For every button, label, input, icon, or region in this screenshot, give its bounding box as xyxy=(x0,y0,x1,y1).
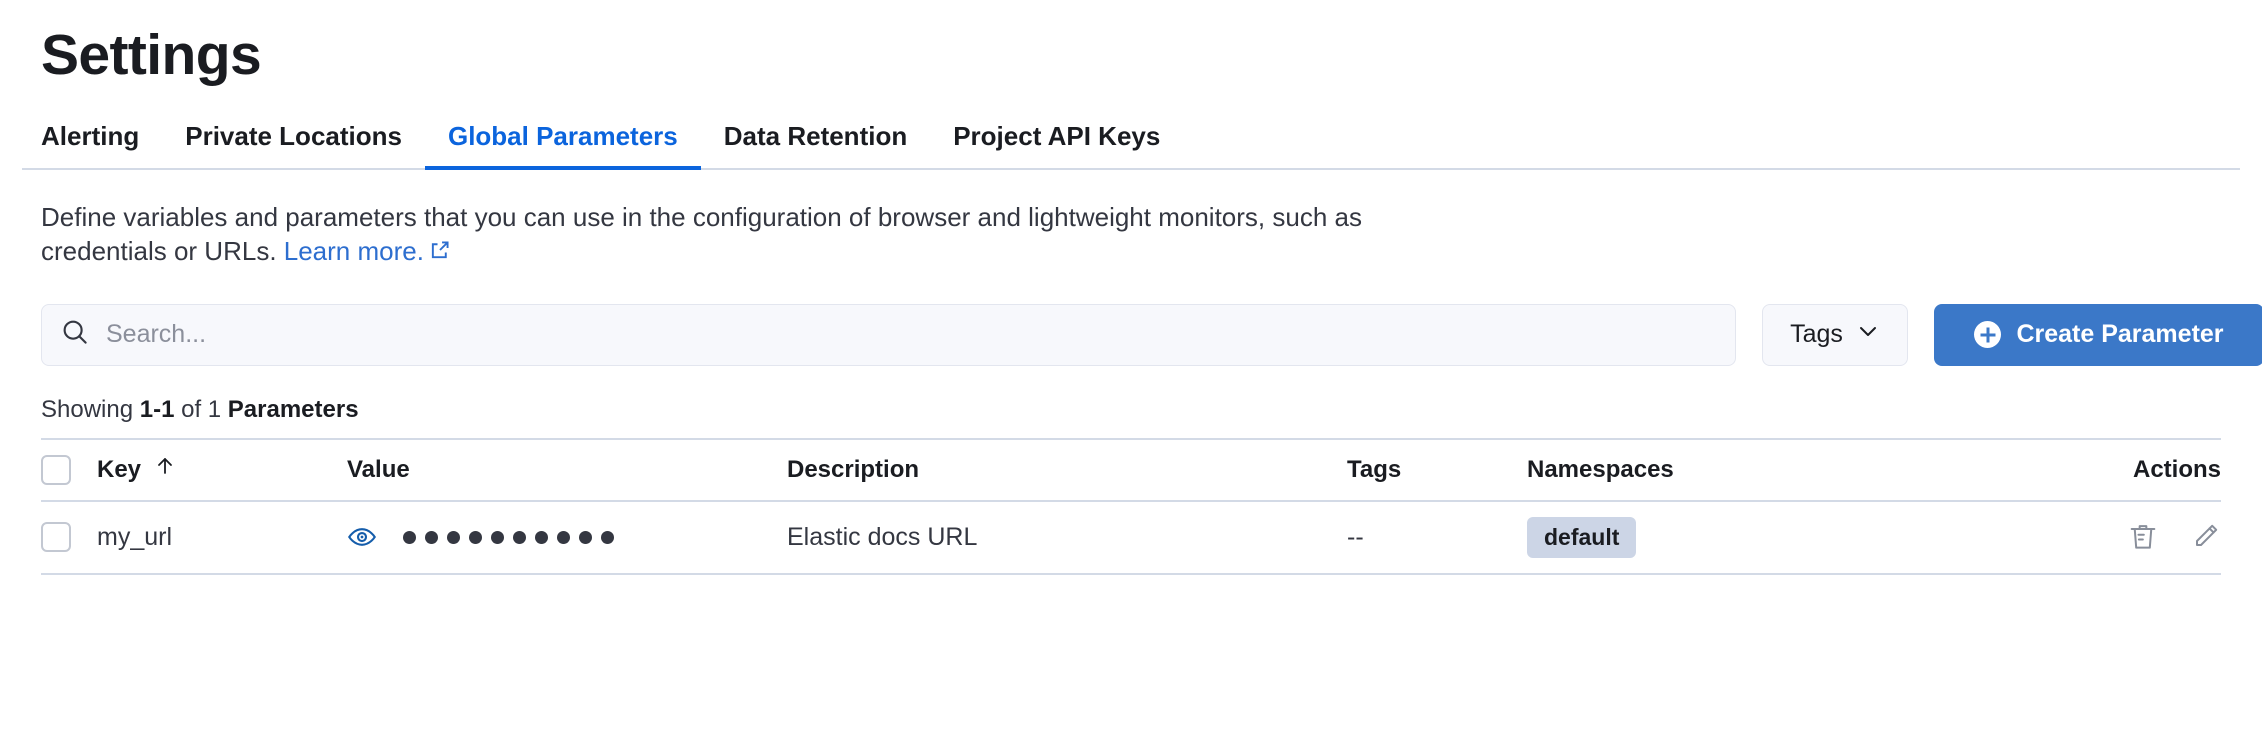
showing-range: 1-1 xyxy=(139,395,175,423)
eye-icon[interactable] xyxy=(347,522,377,552)
tab-alerting[interactable]: Alerting xyxy=(41,121,140,151)
tab-data-retention[interactable]: Data Retention xyxy=(723,121,908,151)
column-header-key[interactable]: Key xyxy=(97,454,347,485)
trash-icon[interactable] xyxy=(2127,521,2159,553)
column-header-description: Description xyxy=(787,456,1347,484)
row-select-cell xyxy=(41,522,97,553)
cell-actions xyxy=(2041,521,2221,553)
cell-description: Elastic docs URL xyxy=(787,522,978,551)
tab-global-parameters[interactable]: Global Parameters xyxy=(424,122,701,170)
toolbar: Tags Create Parameter xyxy=(22,303,2262,366)
search-box[interactable] xyxy=(41,303,1736,366)
tags-filter-button[interactable]: Tags xyxy=(1762,303,1908,366)
column-header-actions: Actions xyxy=(2041,456,2221,484)
table-header-row: Key Value Description Tags Namespaces Ac… xyxy=(41,437,2221,500)
showing-entity: Parameters xyxy=(227,395,359,423)
arrow-up-icon xyxy=(153,454,177,485)
column-header-namespaces-label: Namespaces xyxy=(1527,455,1674,483)
column-header-tags-label: Tags xyxy=(1347,455,1402,483)
tab-project-api-keys[interactable]: Project API Keys xyxy=(953,121,1161,151)
column-header-actions-label: Actions xyxy=(2132,455,2221,483)
pencil-icon[interactable] xyxy=(2189,521,2221,553)
column-header-tags: Tags xyxy=(1347,456,1527,484)
cell-tags: -- xyxy=(1347,522,1364,551)
column-header-value: Value xyxy=(347,456,787,484)
select-all-checkbox[interactable] xyxy=(41,454,71,485)
page-title: Settings xyxy=(41,23,262,87)
tab-private-locations[interactable]: Private Locations xyxy=(185,121,402,151)
chevron-down-icon xyxy=(1856,319,1880,350)
page-description: Define variables and parameters that you… xyxy=(22,200,2240,270)
select-all-cell xyxy=(41,454,97,485)
column-header-description-label: Description xyxy=(787,455,920,483)
settings-tabs: Alerting Private Locations Global Parame… xyxy=(22,122,2240,170)
cell-key: my_url xyxy=(97,522,173,551)
plus-circle-icon xyxy=(1974,321,2002,349)
cell-namespaces: default xyxy=(1527,516,2041,558)
learn-more-label: Learn more. xyxy=(283,236,424,267)
showing-prefix: Showing xyxy=(41,395,140,423)
create-parameter-button[interactable]: Create Parameter xyxy=(1934,303,2262,366)
learn-more-link[interactable]: Learn more. xyxy=(284,236,424,266)
namespace-badge: default xyxy=(1527,516,1637,558)
column-header-namespaces: Namespaces xyxy=(1527,456,2041,484)
create-parameter-label: Create Parameter xyxy=(2016,320,2224,349)
tags-filter-label: Tags xyxy=(1790,320,1843,349)
row-select-checkbox[interactable] xyxy=(41,522,71,553)
masked-value-dots xyxy=(403,530,614,544)
search-input[interactable] xyxy=(106,320,1717,350)
external-link-icon xyxy=(429,235,451,270)
table-row: my_url Elastic docs URL -- default xyxy=(41,499,2221,575)
results-summary: Showing 1-1 of 1 Parameters xyxy=(22,396,2240,424)
parameters-table: Key Value Description Tags Namespaces Ac… xyxy=(22,437,2240,575)
search-icon xyxy=(60,317,90,352)
column-header-value-label: Value xyxy=(347,455,410,483)
showing-middle: of 1 xyxy=(174,395,228,423)
description-text: Define variables and parameters that you… xyxy=(41,201,1362,267)
column-header-key-label: Key xyxy=(97,455,142,483)
cell-value xyxy=(347,522,787,552)
